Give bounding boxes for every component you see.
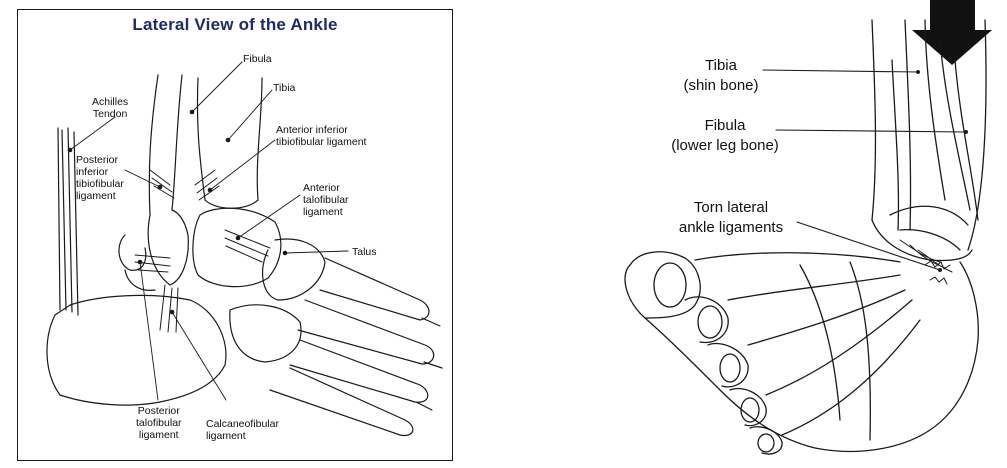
- label-talus: Talus: [352, 246, 377, 258]
- anterior-talofibular-ligament: [225, 230, 270, 262]
- label-tibia-shin-bone: Tibia (shin bone): [666, 56, 776, 96]
- foot-outline: [625, 262, 978, 451]
- label-posterior-talofibular-ligament: Posterior talofibular ligament: [136, 405, 182, 441]
- label-anterior-talofibular-ligament: Anterior talofibular ligament: [303, 182, 349, 218]
- lateral-ankle-diagram: Lateral View of the Ankle: [0, 0, 470, 468]
- label-fibula-lower-leg-bone: Fibula (lower leg bone): [660, 116, 790, 156]
- label-achilles-tendon: Achilles Tendon: [92, 96, 128, 120]
- anterior-inferior-tibiofibular-ligament: [195, 170, 219, 200]
- force-arrow-icon: [912, 0, 992, 65]
- sprained-ankle-illustration: Tibia (shin bone) Fibula (lower leg bone…: [600, 0, 1007, 468]
- leg-outline: [872, 20, 875, 220]
- label-fibula: Fibula: [243, 53, 272, 65]
- label-tibia: Tibia: [273, 82, 295, 94]
- achilles-tendon-line: [62, 130, 66, 310]
- label-anterior-inferior-tibiofibular-ligament: Anterior inferior tibiofibular ligament: [276, 124, 366, 148]
- label-calcaneofibular-ligament: Calcaneofibular ligament: [206, 418, 279, 442]
- label-torn-lateral-ankle-ligaments: Torn lateral ankle ligaments: [666, 198, 796, 238]
- fibula-bone: [149, 75, 158, 215]
- torn-ligament-fibers: [900, 240, 952, 272]
- calcaneofibular-ligament: [160, 285, 178, 332]
- label-posterior-inferior-tibiofibular-ligament: Posterior inferior tibiofibular ligament: [76, 154, 124, 202]
- sprained-ankle-drawing: [600, 0, 1007, 468]
- lateral-ankle-drawing: [0, 0, 470, 468]
- calcaneus-bone: [47, 295, 226, 405]
